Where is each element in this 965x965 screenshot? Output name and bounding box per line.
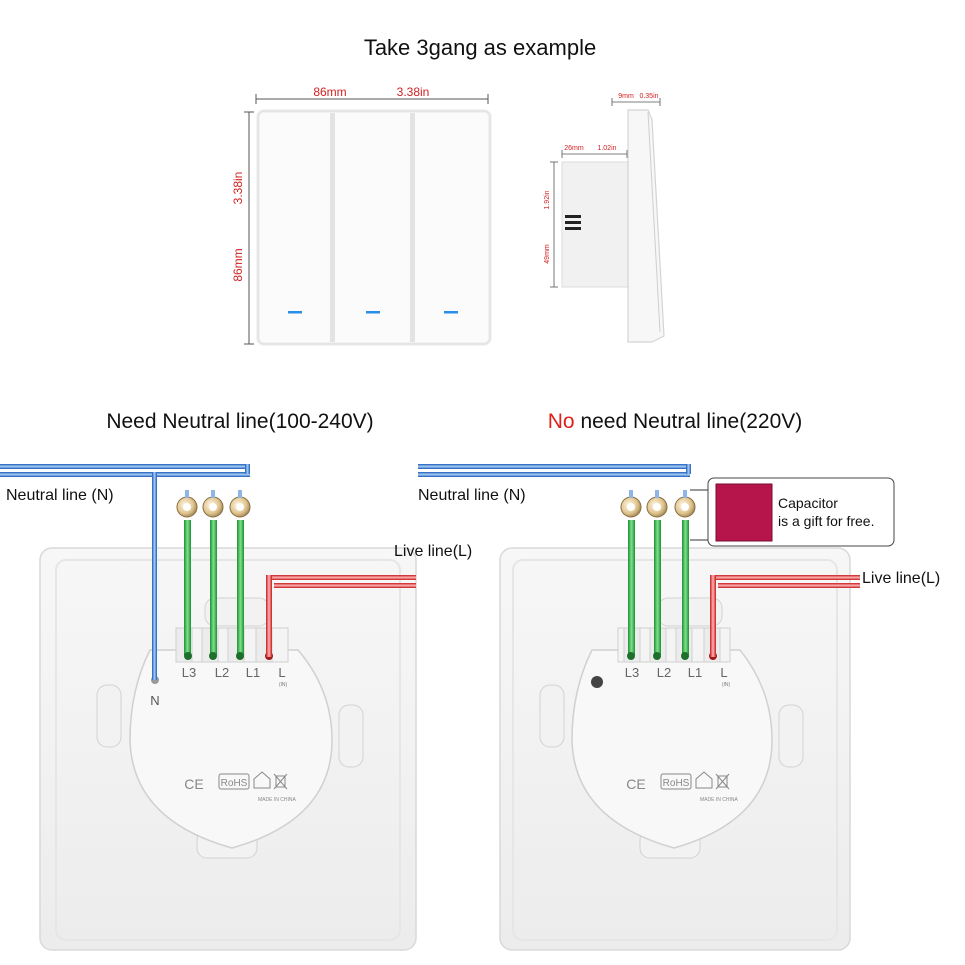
side-box-in: 1.92in [544, 190, 551, 209]
terminal-l-label: L [278, 665, 285, 680]
page-title: Take 3gang as example [364, 35, 596, 60]
live-wire-drop [266, 575, 272, 657]
module-hole [591, 676, 603, 688]
side-depth-mm: 26mm [564, 145, 584, 152]
terminal-n-label: N [150, 693, 159, 708]
rohs-badge [660, 773, 692, 790]
right-module [571, 649, 773, 849]
home-icon [253, 771, 271, 789]
neutral-wire-top [418, 472, 690, 477]
indicator-light [444, 311, 458, 314]
front-view: 86mm 3.38in 3.38in 86mm [231, 85, 492, 346]
load-wire-l2 [654, 520, 661, 655]
load-wire-l2 [210, 520, 217, 655]
gang-divider [330, 113, 335, 342]
wire-lug [674, 490, 696, 518]
terminal-in-label: (IN) [722, 682, 731, 688]
left-live-label: Live line(L) [394, 543, 472, 560]
left-neutral-label: Neutral line (N) [6, 487, 114, 504]
neutral-wire-drop-outer [686, 464, 691, 474]
front-height-mm: 86mm [231, 248, 245, 281]
terminal-l3-label: L3 [625, 665, 639, 680]
made-in-china: MADE IN CHINA [258, 797, 296, 803]
made-in-china: MADE IN CHINA [700, 797, 738, 803]
rohs-label: RoHS [663, 778, 690, 789]
front-height-in: 3.38in [231, 172, 245, 205]
neutral-wire-top [0, 472, 250, 477]
load-wire-l1 [237, 520, 244, 655]
side-back-box [561, 161, 629, 288]
terminal-l1-label: L1 [688, 665, 702, 680]
home-icon [695, 771, 713, 789]
live-wire-horizontal [710, 575, 860, 580]
neutral-wire-drop-outer [245, 464, 250, 474]
ce-mark: CE [626, 776, 645, 792]
load-wire-l3 [184, 520, 191, 655]
side-view: 9mm 0.35in 26mm 1.02in 1.92in 49mm [544, 93, 665, 343]
neutral-wire-drop [152, 472, 157, 680]
wire-lug [176, 490, 198, 518]
capacitor-icon [716, 484, 772, 541]
side-box-mm: 49mm [544, 244, 551, 264]
wire-lug [620, 490, 642, 518]
left-heading: Need Neutral line(100-240V) [106, 410, 373, 433]
live-wire-horizontal [266, 575, 416, 580]
indicator-light [288, 311, 302, 314]
terminal-l2-label: L2 [215, 665, 229, 680]
live-wire-horizontal [274, 583, 416, 588]
side-thickness-mm: 9mm [618, 93, 634, 100]
terminal-l2-label: L2 [657, 665, 671, 680]
left-wiring-diagram: N L3 L2 L1 L (IN) Neutral line (N) Live … [0, 464, 472, 951]
rohs-label: RoHS [221, 778, 248, 789]
right-heading: No need Neutral line(220V) [548, 410, 803, 433]
side-thickness-in: 0.35in [639, 93, 658, 100]
side-panel-profile [627, 109, 665, 343]
live-wire-drop [710, 575, 716, 657]
switch-plate [257, 110, 491, 345]
rohs-badge [218, 773, 250, 790]
right-heading-rest: need Neutral line(220V) [575, 410, 803, 433]
side-depth-in: 1.02in [597, 145, 616, 152]
front-width-in: 3.38in [397, 85, 430, 99]
mount-slot [338, 704, 364, 768]
weee-bin-icon [715, 773, 730, 790]
right-neutral-label: Neutral line (N) [418, 487, 526, 504]
terminal-l3-label: L3 [182, 665, 196, 680]
capacitor-gift-label: is a gift for free. [778, 513, 874, 529]
capacitor-label: Capacitor [778, 495, 838, 511]
wire-lug [202, 490, 224, 518]
neutral-wire-top [418, 464, 690, 469]
terminal-l1-label: L1 [246, 665, 260, 680]
mount-slot [778, 704, 804, 768]
mount-slot [539, 684, 565, 748]
load-wire-l1 [682, 520, 689, 655]
weee-bin-icon [273, 773, 288, 790]
terminal-in-label: (IN) [279, 682, 288, 688]
left-module [129, 649, 333, 849]
neutral-wire-top [0, 464, 250, 469]
wire-lug [229, 490, 251, 518]
gang-divider [410, 113, 415, 342]
right-wiring-diagram: L3 L2 L1 L (IN) Neutral line (N) Live li… [418, 464, 940, 951]
live-wire-horizontal [718, 583, 860, 588]
load-wire-l3 [628, 520, 635, 655]
front-width-mm: 86mm [313, 85, 346, 99]
right-live-label: Live line(L) [862, 570, 940, 587]
ce-mark: CE [184, 776, 203, 792]
wire-lug [646, 490, 668, 518]
indicator-light [366, 311, 380, 314]
terminal-l-label: L [720, 665, 727, 680]
right-heading-no: No [548, 410, 575, 433]
mount-slot [96, 684, 122, 748]
